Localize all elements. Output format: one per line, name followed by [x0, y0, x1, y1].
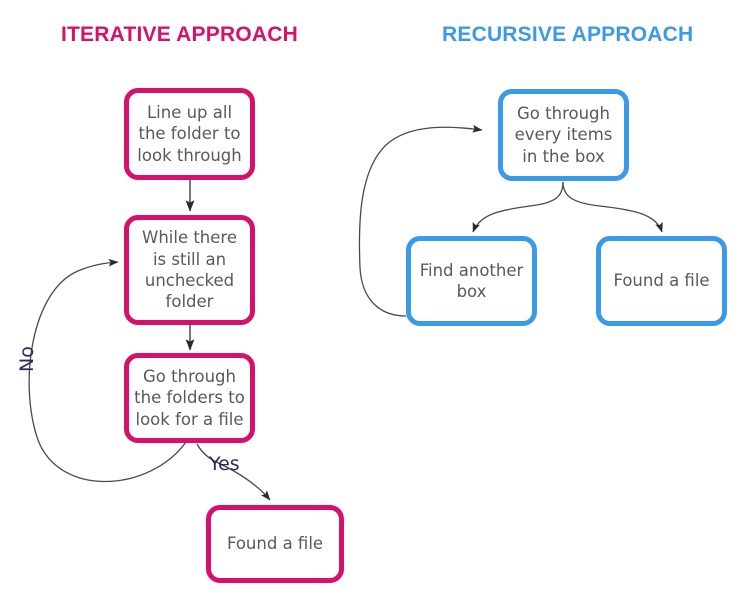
node-go-through-folders[interactable]: Go through the folders to look for a fil… [124, 353, 255, 443]
edge-rec1-to-rec3 [562, 181, 663, 233]
column-title-recursive: RECURSIVE APPROACH [442, 23, 694, 46]
node-while-unchecked-folder[interactable]: While there is still an unchecked folder [124, 215, 255, 325]
node-go-through-items[interactable]: Go through every items in the box [498, 89, 629, 181]
node-line-up-folders[interactable]: Line up all the folder to look through [124, 88, 255, 180]
edge-iter3-to-iter2-no [28, 258, 187, 483]
node-label: Go through every items in the box [514, 103, 613, 166]
node-label: While there is still an unchecked folder [142, 228, 237, 312]
node-label: Line up all the folder to look through [137, 102, 242, 165]
edge-iter3-to-iter4-yes [196, 443, 271, 501]
node-label: Go through the folders to look for a fil… [134, 366, 245, 429]
edge-rec1-to-rec2 [472, 181, 564, 233]
edge-label-no: No [16, 346, 38, 372]
node-label: Found a file [226, 534, 324, 554]
node-found-a-file-recursive[interactable]: Found a file [596, 236, 727, 326]
node-label: Find another box [419, 260, 524, 301]
edge-rec2-to-rec1-loop [358, 124, 483, 317]
node-found-a-file-iterative[interactable]: Found a file [206, 505, 344, 583]
node-label: Found a file [613, 271, 710, 291]
edge-label-yes: Yes [209, 453, 240, 475]
column-title-iterative: ITERATIVE APPROACH [61, 23, 298, 46]
node-find-another-box[interactable]: Find another box [406, 236, 537, 326]
